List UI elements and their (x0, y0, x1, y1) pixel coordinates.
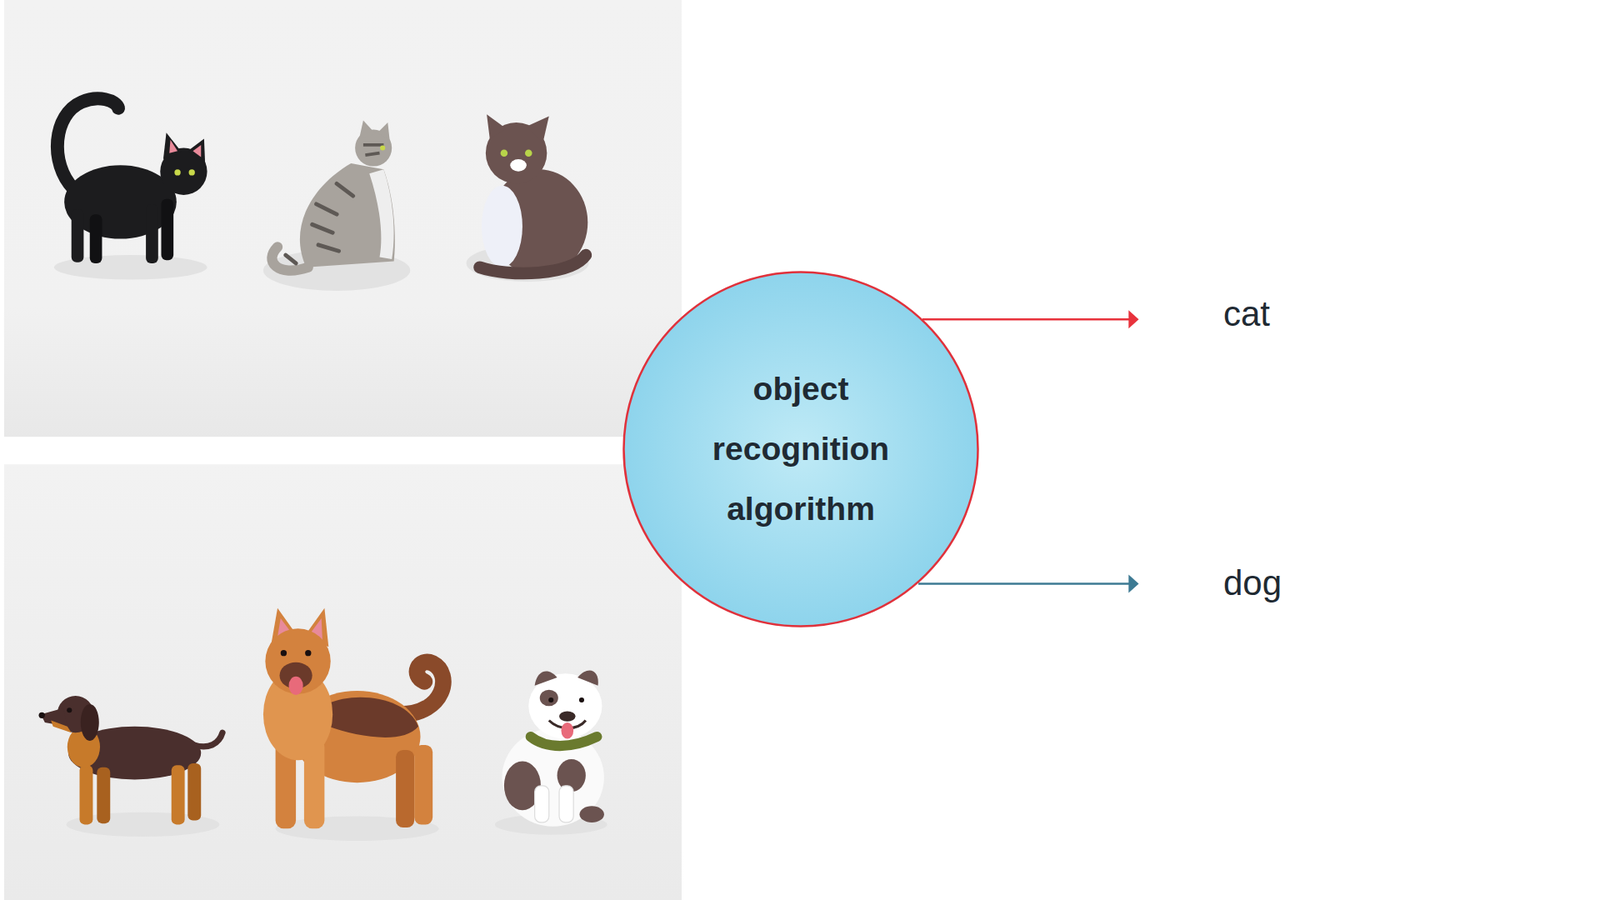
bulldog-dog (495, 670, 608, 835)
node-label: object recognition algorithm (688, 359, 914, 540)
shepherd-dog (263, 608, 444, 841)
fluffy-cat (466, 114, 590, 282)
node-body: object recognition algorithm (622, 270, 980, 628)
algorithm-circle: object recognition algorithm (622, 270, 980, 628)
black-cat (54, 98, 208, 280)
cat-panel (4, 0, 682, 437)
circle-shape (624, 272, 979, 627)
input-line (445, 582, 680, 585)
dachshund-dog (39, 695, 223, 837)
input-line (445, 318, 680, 320)
tabby-cat (263, 120, 410, 290)
class-label: cat (1223, 294, 1270, 335)
class-label: dog (1223, 563, 1282, 604)
dog-arrow (918, 574, 1139, 593)
cat-arrow (922, 310, 1140, 329)
dog-panel (4, 464, 682, 900)
